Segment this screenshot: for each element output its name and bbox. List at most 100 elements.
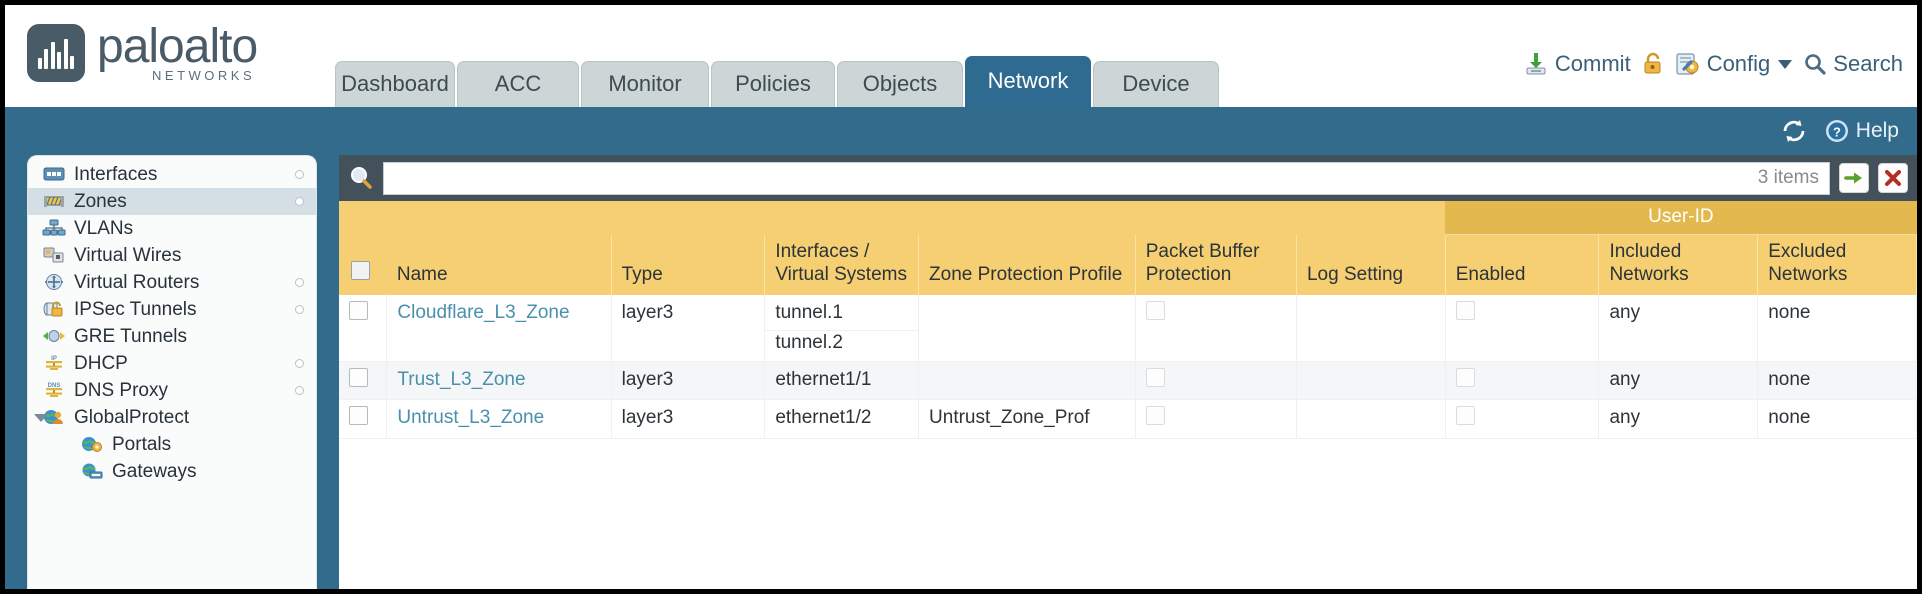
col-header-type[interactable]: Type [611,234,766,296]
row-checkbox[interactable] [349,367,368,387]
chevron-down-icon[interactable] [1778,59,1793,69]
col-header-included-networks[interactable]: Included Networks [1598,234,1759,296]
table-row[interactable]: Untrust_L3_Zone layer3 ethernet1/2 Untru… [339,399,1917,440]
config-menu[interactable]: Config [1675,51,1793,77]
help-label: Help [1855,119,1899,142]
packet-buffer-protection-checkbox[interactable] [1145,301,1165,321]
search-magnifier-icon[interactable] [348,165,374,191]
table-row[interactable]: Trust_L3_Zone layer3 ethernet1/1 [339,361,1917,401]
interface-entry: tunnel.2 [775,331,843,353]
sidebar-item-label: Zones [74,190,127,212]
portals-icon [80,435,104,455]
zones-table-body: Cloudflare_L3_Zone layer3 tunnel.1 tunne… [339,295,1917,440]
col-header-zone-protection-profile[interactable]: Zone Protection Profile [918,234,1136,296]
sidebar-item-virtual-routers[interactable]: Virtual Routers [28,269,316,296]
sidebar-item-label: DNS Proxy [74,379,168,401]
cell-type: layer3 [611,399,766,440]
top-right-actions: Commit [1523,51,1903,77]
tab-dashboard[interactable]: Dashboard [335,61,455,107]
col-header-userid-enabled[interactable]: Enabled [1445,234,1600,296]
col-header-interfaces[interactable]: Interfaces / Virtual Systems [764,234,920,296]
row-checkbox[interactable] [349,301,368,321]
col-header-excluded-networks[interactable]: Excluded Networks [1757,234,1917,296]
sidebar-item-label: Interfaces [74,163,158,185]
sidebar-item-gre-tunnels[interactable]: GRE Tunnels [28,323,316,350]
clear-filter-button[interactable] [1878,163,1908,193]
zone-link[interactable]: Trust_L3_Zone [397,368,526,390]
sidebar-item-interfaces[interactable]: Interfaces [28,161,316,188]
sidebar-item-virtual-wires[interactable]: Virtual Wires [28,242,316,269]
ipsec-tunnels-icon [42,300,66,320]
interfaces-icon [42,165,66,185]
zone-link[interactable]: Untrust_L3_Zone [397,407,545,429]
userid-enabled-checkbox[interactable] [1455,406,1475,426]
col-header-name[interactable]: Name [386,234,612,296]
cell-log-setting [1296,361,1446,401]
tab-monitor[interactable]: Monitor [581,61,709,107]
sidebar-item-dns-proxy[interactable]: DNS DNS Proxy [28,377,316,404]
refresh-icon[interactable] [1780,118,1808,144]
cell-included-networks: any [1598,399,1759,440]
vlans-icon [42,219,66,239]
tab-device[interactable]: Device [1093,61,1219,107]
tab-acc[interactable]: ACC [457,61,579,107]
apply-filter-button[interactable] [1839,163,1869,193]
row-checkbox[interactable] [349,406,368,426]
tab-network[interactable]: Network [965,56,1091,107]
collapse-triangle-icon[interactable] [34,413,48,422]
select-all-checkbox[interactable] [351,260,370,280]
col-header-packet-buffer-protection[interactable]: Packet Buffer Protection [1135,234,1297,296]
zones-icon [42,192,66,212]
commit-label: Commit [1554,51,1631,76]
table-row[interactable]: Cloudflare_L3_Zone layer3 tunnel.1 tunne… [339,295,1917,362]
top-bar: paloalto NETWORKS Dashboard ACC Monitor … [5,5,1917,107]
col-header-log-setting[interactable]: Log Setting [1296,234,1446,296]
sidebar-item-globalprotect[interactable]: GlobalProtect [28,404,316,431]
search-button[interactable]: Search [1803,51,1903,77]
cell-userid-enabled [1445,361,1600,401]
row-select-cell [339,399,388,440]
userid-enabled-checkbox[interactable] [1455,301,1475,321]
sidebar-item-gateways[interactable]: Gateways [28,458,316,485]
sidebar-item-label: Portals [112,433,172,455]
row-select-cell [339,295,388,362]
packet-buffer-protection-checkbox[interactable] [1145,367,1165,387]
zones-table-head: User-ID Name Type Interfaces / Virtual S… [339,201,1917,296]
cell-included-networks: any [1598,295,1759,362]
config-label: Config [1706,51,1771,76]
sidebar-item-ipsec-tunnels[interactable]: IPSec Tunnels [28,296,316,323]
select-all-header [339,234,387,296]
cell-excluded-networks: none [1757,295,1917,362]
tab-policies[interactable]: Policies [711,61,835,107]
sidebar-item-label: VLANs [74,217,134,239]
help-question-icon: ? [1824,118,1850,144]
search-input[interactable]: 3 items [383,161,1830,195]
group-header-spacer [339,201,1446,235]
sidebar-item-label: IPSec Tunnels [74,298,197,320]
cell-zone-protection-profile [918,295,1136,362]
help-button[interactable]: ? Help [1824,118,1899,144]
userid-enabled-checkbox[interactable] [1455,367,1475,387]
lock-icon[interactable] [1642,51,1664,77]
virtual-routers-icon [42,273,66,293]
packet-buffer-protection-checkbox[interactable] [1145,406,1165,426]
commit-button[interactable]: Commit [1523,51,1631,77]
cell-interfaces: ethernet1/1 [764,361,920,401]
item-count-label: 3 items [1757,167,1819,188]
tab-objects[interactable]: Objects [837,61,963,107]
sidebar-item-label: GRE Tunnels [74,325,187,347]
sidebar-item-portals[interactable]: Portals [28,431,316,458]
sidebar-item-dhcp[interactable]: IP DHCP [28,350,316,377]
zone-link[interactable]: Cloudflare_L3_Zone [397,302,570,324]
cell-userid-enabled [1445,295,1600,362]
brand-name: paloalto [97,20,258,73]
sidebar-item-vlans[interactable]: VLANs [28,215,316,242]
cell-type: layer3 [611,361,766,401]
paloalto-logo-icon [27,23,85,82]
search-magnifier-icon [1803,52,1827,76]
group-header-row: User-ID [339,201,1917,236]
sidebar-item-zones[interactable]: Zones [28,188,316,215]
interface-entry: ethernet1/1 [775,368,872,390]
body-area: Interfaces Zones [5,155,1917,589]
green-arrow-apply-icon [1844,169,1864,187]
